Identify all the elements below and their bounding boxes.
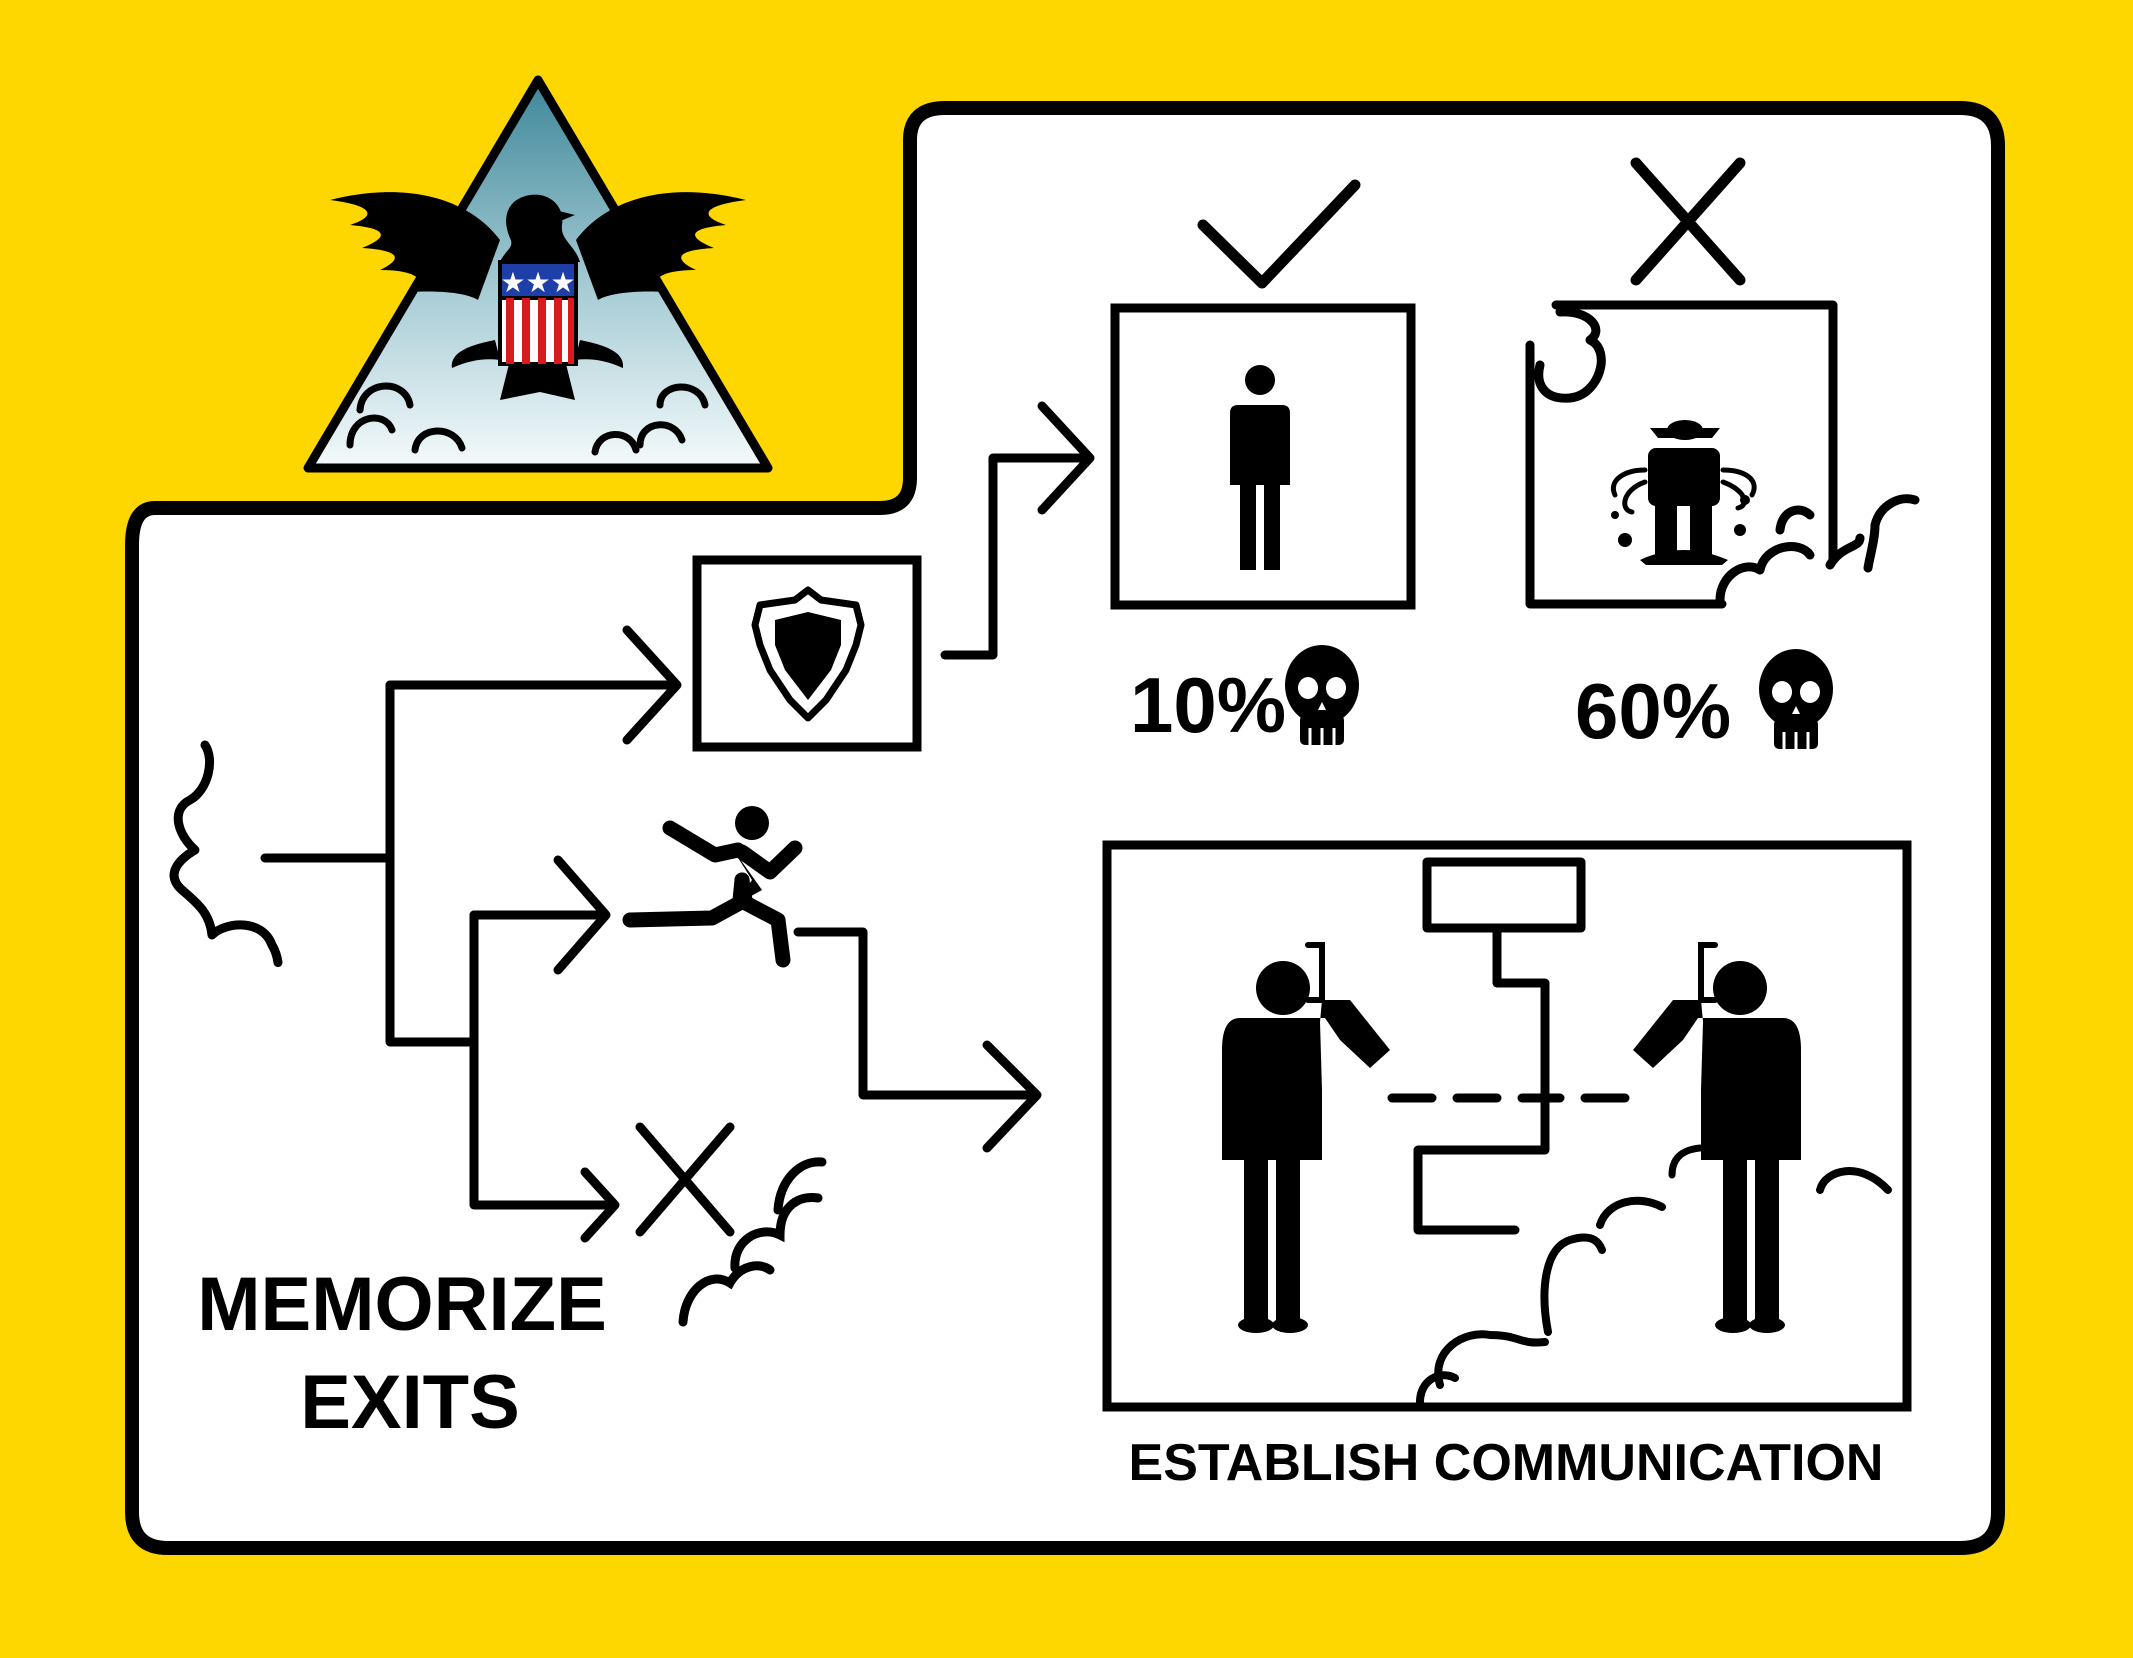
arrow-to-runner <box>553 855 611 975</box>
pct-survive-label: 10% <box>1130 661 1286 749</box>
pct-doom-label: 60% <box>1575 667 1731 755</box>
phone-handset-icon <box>1305 942 1325 1003</box>
elevator-doom-box <box>1525 300 1920 609</box>
eagle-triangle-emblem: ★★★ <box>303 75 773 473</box>
standing-person-icon <box>1633 961 1801 1333</box>
arrowheads <box>553 401 1095 1243</box>
standing-person-icon <box>1222 961 1390 1333</box>
cloud-scribble <box>678 1157 827 1327</box>
communication-box <box>1102 840 1912 1412</box>
shield-icon <box>751 586 865 722</box>
flag-shield: ★★★ <box>498 260 578 366</box>
phone-handset-icon <box>1698 942 1718 1003</box>
falling-person-icon <box>1611 420 1750 565</box>
arrow-to-comm <box>982 1040 1042 1153</box>
establish-communication-label: ESTABLISH COMMUNICATION <box>1129 1434 1884 1492</box>
skull-icon <box>1759 649 1833 749</box>
memorize-exits-label-line2: EXITS <box>300 1360 520 1445</box>
arrow-to-cross <box>580 1167 620 1243</box>
elevator-safe-box <box>1110 303 1416 610</box>
skull-icon <box>1285 645 1359 745</box>
running-person-icon <box>622 806 803 968</box>
arrow-to-shield <box>622 625 682 745</box>
cross-mark-icon-bottom <box>635 1122 735 1237</box>
cross-mark-icon-top <box>1630 157 1746 286</box>
standing-person-icon <box>1230 365 1290 570</box>
svg-text:★★★: ★★★ <box>500 266 575 299</box>
shield-box <box>692 555 922 752</box>
arrow-to-elevator <box>1037 401 1095 515</box>
flow-connectors <box>169 453 1092 1210</box>
left-brace <box>169 740 283 968</box>
cloud-scribble <box>1416 1167 1892 1406</box>
memorize-exits-label-line1: MEMORIZE <box>197 1262 607 1347</box>
check-mark-icon <box>1197 179 1361 289</box>
